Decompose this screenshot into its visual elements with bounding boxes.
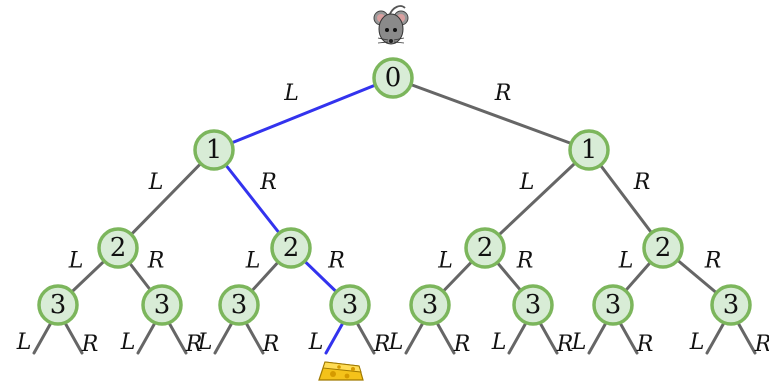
node-depth-label: 3	[50, 290, 67, 320]
edge-label-left: L	[437, 249, 453, 274]
leaf-stub-right	[354, 319, 376, 355]
tree-edge-left	[212, 76, 395, 152]
leaf-stub-right	[735, 319, 757, 355]
edge-label-right: R	[81, 332, 99, 357]
node-depth-label: 3	[422, 290, 439, 320]
tree-edge-right	[212, 148, 293, 250]
tree-node: 3	[37, 284, 79, 326]
node-circle	[592, 284, 634, 326]
edge-label-left: L	[491, 330, 507, 355]
edge-label-right: R	[556, 332, 574, 357]
leaf-stub-left	[705, 319, 727, 355]
node-circle	[97, 227, 139, 269]
leaf-stub-left	[404, 319, 426, 355]
edge-label-right: R	[185, 332, 203, 357]
edge-label-left: L	[16, 330, 32, 355]
edge-label-left: L	[308, 330, 324, 355]
tree-node: 0	[372, 57, 414, 99]
tree-node: 3	[592, 284, 634, 326]
node-depth-label: 3	[154, 290, 171, 320]
mouse-icon	[373, 5, 409, 45]
node-depth-label: 3	[342, 290, 359, 320]
tree-node: 3	[218, 284, 260, 326]
edge-label-right: R	[494, 81, 512, 106]
leaf-stub-left	[507, 319, 529, 355]
leaf-stub-right	[434, 319, 456, 355]
edge-label-left: L	[571, 330, 587, 355]
edge-label-right: R	[373, 332, 391, 357]
node-depth-label: 1	[581, 135, 598, 165]
node-depth-label: 3	[723, 290, 740, 320]
edge-label-left: L	[618, 249, 634, 274]
leaf-stub-right	[617, 319, 639, 355]
cheese-icon	[318, 361, 364, 381]
tree-node: 2	[270, 227, 312, 269]
leaf-stub-right	[243, 319, 265, 355]
tree-node: 3	[141, 284, 183, 326]
edge-label-left: L	[689, 330, 705, 355]
edge-label-right: R	[147, 249, 165, 274]
node-circle	[37, 284, 79, 326]
edge-label-left: L	[245, 249, 261, 274]
node-circle	[329, 284, 371, 326]
edge-label-left: L	[68, 249, 84, 274]
tree-node: 2	[97, 227, 139, 269]
node-depth-label: 2	[110, 233, 127, 263]
tree-node: 3	[409, 284, 451, 326]
tree-node: 3	[329, 284, 371, 326]
edge-label-left: L	[388, 330, 404, 355]
leaf-stub-left	[136, 319, 158, 355]
tree-node: 3	[710, 284, 752, 326]
node-circle	[193, 129, 235, 171]
edge-label-left: L	[120, 330, 136, 355]
tree-edge-left	[483, 148, 591, 250]
leaf-stub-right	[537, 319, 559, 355]
node-circle	[568, 129, 610, 171]
node-circle	[642, 227, 684, 269]
leaf-stub-right	[166, 319, 188, 355]
tree-node: 2	[464, 227, 506, 269]
edge-label-left: L	[519, 170, 535, 195]
node-depth-label: 3	[605, 290, 622, 320]
node-depth-label: 1	[206, 135, 223, 165]
leaf-stub-left	[587, 319, 609, 355]
node-circle	[710, 284, 752, 326]
node-circle	[512, 284, 554, 326]
node-circle	[372, 57, 414, 99]
tree-node: 3	[512, 284, 554, 326]
node-depth-label: 2	[477, 233, 494, 263]
edge-label-left: L	[197, 330, 213, 355]
tree-node: 1	[193, 129, 235, 171]
node-depth-label: 2	[655, 233, 672, 263]
edge-label-left: L	[148, 170, 164, 195]
edge-label-right: R	[262, 332, 280, 357]
edge-label-right: R	[636, 332, 654, 357]
leaf-stub-left	[324, 319, 346, 355]
node-circle	[141, 284, 183, 326]
edge-label-right: R	[453, 332, 471, 357]
edge-label-right: R	[259, 170, 277, 195]
node-depth-label: 3	[525, 290, 542, 320]
leaf-stub-left	[32, 319, 54, 355]
node-depth-label: 0	[385, 63, 402, 93]
node-circle	[270, 227, 312, 269]
edge-label-left: L	[283, 81, 299, 106]
tree-node: 2	[642, 227, 684, 269]
edge-label-right: R	[516, 249, 534, 274]
tree-edge-left	[116, 148, 216, 250]
leaf-stub-right	[62, 319, 84, 355]
tree-edge-right	[391, 76, 591, 152]
edge-label-right: R	[754, 332, 769, 357]
leaf-stub-left	[213, 319, 235, 355]
edge-label-right: R	[633, 170, 651, 195]
edge-label-right: R	[327, 249, 345, 274]
node-depth-label: 3	[231, 290, 248, 320]
node-circle	[409, 284, 451, 326]
tree-node: 1	[568, 129, 610, 171]
node-circle	[464, 227, 506, 269]
node-circle	[218, 284, 260, 326]
node-depth-label: 2	[283, 233, 300, 263]
edge-label-right: R	[704, 249, 722, 274]
